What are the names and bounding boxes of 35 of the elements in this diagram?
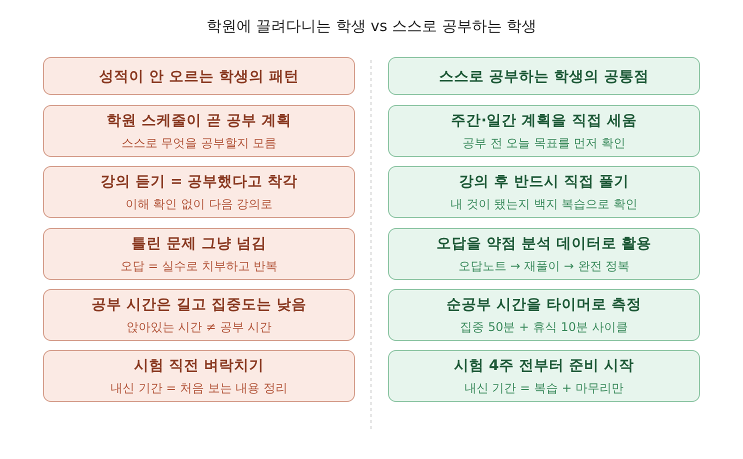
card-description: 내신 기간 = 복습 + 마무리만 xyxy=(464,380,624,396)
card-description: 공부 전 오늘 목표를 먼저 확인 xyxy=(462,134,626,152)
item-card xyxy=(388,105,700,157)
card-description: 오답 = 실수로 치부하고 반복 xyxy=(120,258,278,274)
card-heading: 학원 스케줄이 곧 공부 계획 xyxy=(106,112,292,130)
header-box xyxy=(388,57,700,95)
card-heading: 강의 듣기 = 공부했다고 착각 xyxy=(100,172,298,190)
item-card xyxy=(43,105,355,157)
card-heading: 오답을 약점 분석 데이터로 활용 xyxy=(436,234,652,252)
card-heading: 스스로 공부하는 학생의 공통점 xyxy=(438,68,650,86)
item-card xyxy=(388,350,700,402)
card-heading: 공부 시간은 길고 집중도는 낮음 xyxy=(91,296,307,314)
item-card xyxy=(43,350,355,402)
card-description: 이해 확인 없이 다음 강의로 xyxy=(125,196,273,212)
card-heading: 시험 직전 벼락치기 xyxy=(134,356,264,374)
card-description: 집중 50분 + 휴식 10분 사이클 xyxy=(460,318,628,336)
item-card xyxy=(43,289,355,341)
card-description: 오답노트 → 재풀이 → 완전 정복 xyxy=(458,258,630,274)
card-heading: 시험 4주 전부터 준비 시작 xyxy=(454,356,634,374)
card-description: 내 것이 됐는지 백지 복습으로 확인 xyxy=(450,196,638,212)
item-card xyxy=(43,166,355,218)
item-card xyxy=(43,228,355,280)
title: 학원에 끌려다니는 학생 vs 스스로 공부하는 학생 xyxy=(205,17,538,36)
item-card xyxy=(388,228,700,280)
card-heading: 강의 후 반드시 직접 풀기 xyxy=(458,172,630,190)
card-heading: 성적이 안 오르는 학생의 패턴 xyxy=(98,68,300,86)
card-heading: 주간·일간 계획을 직접 세움 xyxy=(451,112,637,130)
card-heading: 틀린 문제 그냥 넘김 xyxy=(131,234,267,252)
card-description: 스스로 무엇을 공부할지 모름 xyxy=(121,134,277,152)
card-heading: 순공부 시간을 타이머로 측정 xyxy=(446,296,642,314)
card-description: 앉아있는 시간 ≠ 공부 시간 xyxy=(126,318,272,336)
item-card xyxy=(388,289,700,341)
header-box xyxy=(43,57,355,95)
item-card xyxy=(388,166,700,218)
card-description: 내신 기간 = 처음 보는 내용 정리 xyxy=(110,380,288,396)
